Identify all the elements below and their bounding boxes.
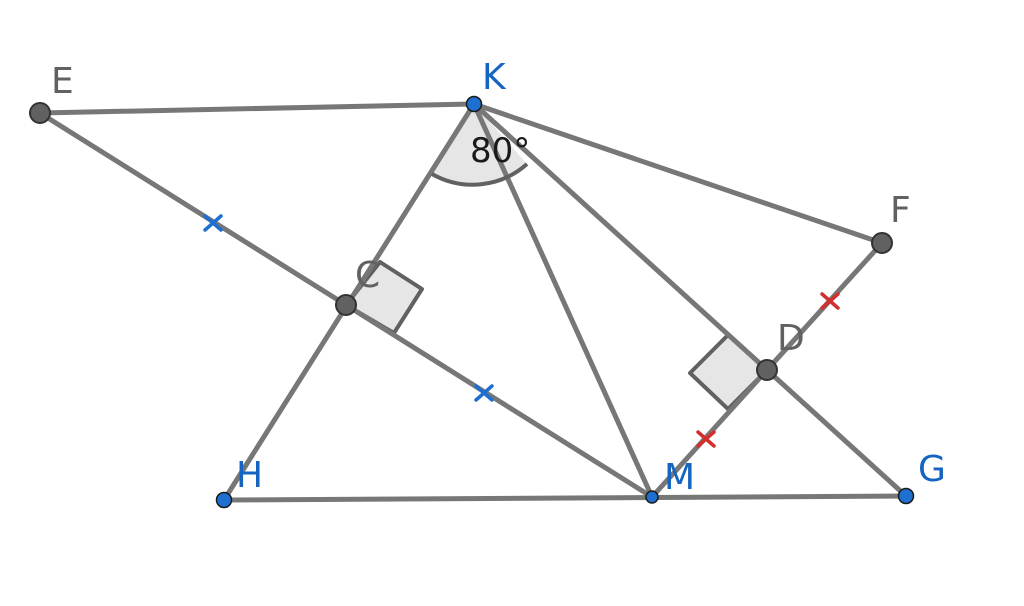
point-c [335,294,357,316]
tick-ec [203,214,223,232]
point-g [897,487,915,505]
label-k: K [482,57,507,98]
point-m [645,490,659,504]
right-angle-marker-d [688,333,769,411]
tick-md [696,430,716,448]
label-m: M [664,457,695,498]
angle-k-label: 80° [470,131,530,171]
segment-km [471,101,655,500]
point-d [756,359,778,381]
label-h: H [236,455,263,496]
angle-k-arc [431,162,529,187]
point-e [29,102,51,124]
segment-kf [471,101,885,246]
point-h [215,491,233,509]
point-f [871,232,893,254]
label-c: C [355,255,380,296]
point-k [465,95,483,113]
segment-ek [37,101,477,116]
label-g: G [918,449,946,490]
label-e: E [51,61,74,102]
segment-hg [221,493,909,503]
tick-cm [474,384,494,402]
label-d: D [777,318,805,359]
label-f: F [890,190,911,231]
tick-df [820,292,840,310]
segment-kg [471,101,909,499]
